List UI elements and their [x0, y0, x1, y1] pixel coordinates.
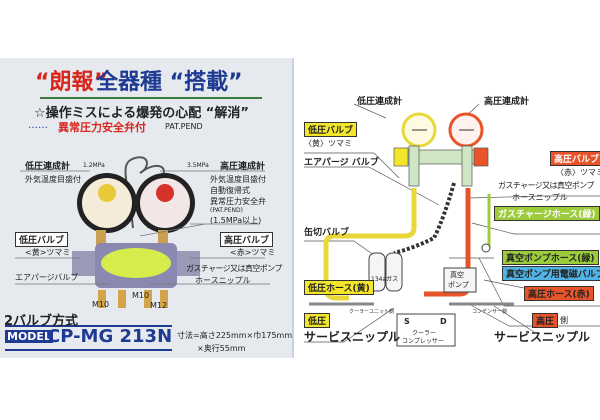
- high-gauge-range: 3.5MPa: [187, 162, 209, 169]
- compressor-label-2: コンプレッサー: [402, 338, 444, 345]
- high-knob-label: <赤>ツマミ: [230, 248, 276, 257]
- nipple-label-1: ガスチャージ又は真空ポンプ: [186, 264, 282, 273]
- high-side-tag: 高圧: [532, 313, 559, 328]
- high-gauge-scale: 外気温度目盛付: [210, 175, 266, 184]
- diagram-air-purge: エアパージ バルブ: [304, 158, 379, 168]
- safety-dots: ……: [28, 120, 48, 131]
- diagram-low-valve: 低圧バルブ: [304, 122, 358, 137]
- port-m10-b: M10: [132, 291, 150, 300]
- connection-diagram: 低圧連成計 高圧連成計 低圧バルブ 〈黄〉ツマミ エアパージ バルブ 高圧バルブ…: [292, 58, 600, 358]
- low-side-tag: 低圧: [304, 313, 331, 328]
- diagram-high-knob: 〈赤〉ツマミ: [556, 168, 600, 177]
- low-gauge-range: 1.2MPa: [83, 162, 105, 169]
- manifold-photo: [5, 97, 270, 351]
- low-knob-label: <黄>ツマミ: [25, 248, 71, 257]
- safety-text: 異常圧力安全弁付: [58, 121, 146, 134]
- high-service-nipple: サービスニップル: [494, 330, 591, 344]
- high-valve-label: 高圧バルブ: [220, 232, 274, 247]
- high-hose-label: 高圧ホース(赤): [524, 286, 594, 301]
- port-m10-a: M10: [92, 300, 110, 309]
- low-hose-label: 低圧ホース(黄): [304, 280, 374, 295]
- high-gauge-label: 高圧連成計: [220, 162, 266, 172]
- valve-type: 2バルブ方式: [4, 314, 79, 329]
- product-panel: “朗報” 全器種 “搭載” ☆操作ミスによる爆発の心配 “解消” …… 異常圧力…: [0, 58, 292, 358]
- diagram-high-valve: 高圧バルブ: [550, 151, 600, 166]
- safety-patent: PAT.PEND: [165, 122, 203, 131]
- diagram-low-knob: 〈黄〉ツマミ: [304, 139, 352, 148]
- headline-red: “朗報”: [35, 70, 108, 95]
- high-side-suffix: 側: [560, 316, 568, 325]
- vacuum-hose-label: 真空ポンプホース(緑): [502, 250, 599, 265]
- model-tag: MODEL: [5, 330, 53, 343]
- low-gauge-label: 低圧連成計: [25, 162, 71, 172]
- low-valve-label: 低圧バルブ: [15, 232, 69, 247]
- relief-line-4: (1.5MPa以上): [210, 216, 262, 225]
- diagram-nipple-2: ホースニップル: [512, 193, 568, 202]
- cooler-side-label: クーラーユニット側: [349, 309, 395, 315]
- pump-label-2: ポンプ: [448, 281, 469, 289]
- low-service-nipple: サービスニップル: [304, 330, 401, 344]
- pump-label-1: 真空: [450, 271, 464, 279]
- relief-line-3: (PAT.PEND): [210, 207, 243, 214]
- air-purge-label: エアパージバルブ: [15, 273, 79, 282]
- subheadline: ☆操作ミスによる爆発の心配 “解消”: [34, 106, 249, 121]
- compressor-suction: S: [404, 317, 410, 326]
- relief-line-1: 自動復帰式: [210, 186, 250, 195]
- gas-cylinder-label: 134aガス: [371, 276, 399, 283]
- charge-hose-label: ガスチャージホース(緑): [494, 206, 600, 221]
- relief-line-2: 異常圧力安全弁: [210, 197, 266, 206]
- headline-blue: 全器種 “搭載”: [96, 70, 243, 95]
- condenser-side-label: コンデンサー側: [472, 309, 508, 315]
- diagram-drawing: [304, 103, 600, 347]
- nipple-label-2: ホースニップル: [195, 276, 251, 285]
- port-m12: M12: [150, 301, 168, 310]
- can-valve-label: 缶切バルブ: [304, 228, 350, 238]
- diagram-low-gauge: 低圧連成計: [357, 97, 403, 107]
- diagram-high-gauge: 高圧連成計: [484, 97, 530, 107]
- dimensions-line-1: 寸法=高さ225mm×巾175mm: [177, 331, 293, 340]
- solenoid-valve-label: 真空ポンプ用電磁バルブ: [502, 266, 600, 281]
- dimensions-line-2: ×奥行55mm: [197, 344, 246, 353]
- compressor-label-1: クーラー: [412, 330, 437, 337]
- model-number: CP-MG 213N: [47, 326, 173, 347]
- compressor-discharge: D: [440, 317, 447, 326]
- low-gauge-scale: 外気温度目盛付: [25, 175, 81, 184]
- diagram-nipple-1: ガスチャージ又は真空ポンプ: [498, 181, 594, 190]
